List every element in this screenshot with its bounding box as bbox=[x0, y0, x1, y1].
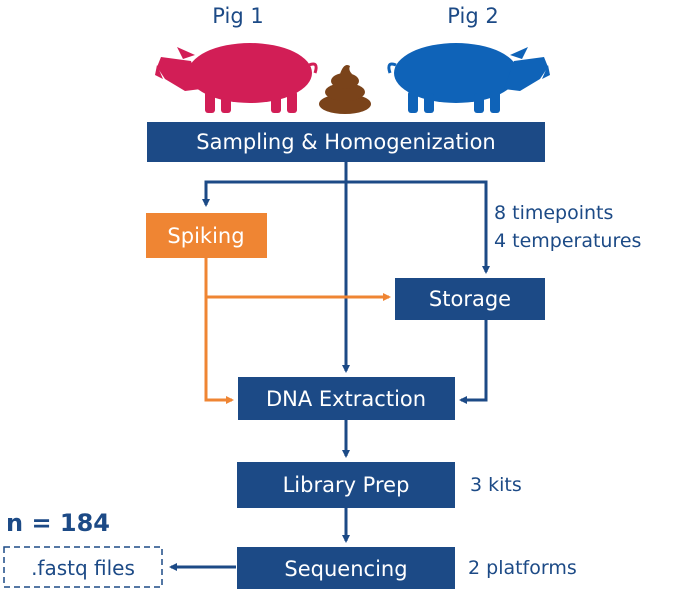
blue-connectors bbox=[169, 162, 490, 571]
timepoints-annotation: 8 timepoints bbox=[494, 202, 613, 224]
pig-2-label: Pig 2 bbox=[447, 4, 498, 28]
arrow-spiking-to-storage bbox=[204, 258, 391, 301]
storage-label: Storage bbox=[429, 287, 511, 311]
spiking-label: Spiking bbox=[167, 224, 244, 248]
pig-icon bbox=[387, 43, 550, 113]
storage-box: Storage bbox=[395, 278, 545, 320]
dna-extraction-box: DNA Extraction bbox=[238, 377, 455, 420]
temperatures-annotation: 4 temperatures bbox=[494, 230, 641, 252]
pig-icon bbox=[155, 43, 318, 113]
sampling-homogenization-box: Sampling & Homogenization bbox=[147, 122, 545, 162]
kits-annotation: 3 kits bbox=[470, 474, 522, 496]
fastq-output-label: .fastq files bbox=[31, 556, 135, 580]
fastq-output-box: .fastq files bbox=[3, 546, 163, 588]
platforms-annotation: 2 platforms bbox=[468, 557, 577, 579]
library-prep-label: Library Prep bbox=[283, 473, 410, 497]
arrow-storage-to-extraction bbox=[459, 320, 488, 404]
pig-1-label: Pig 1 bbox=[212, 4, 263, 28]
arrow-spiking-to-extraction bbox=[204, 297, 234, 404]
spiking-box: Spiking bbox=[146, 213, 267, 258]
sequencing-label: Sequencing bbox=[284, 557, 407, 581]
feces-icon bbox=[319, 65, 371, 114]
arrow-sampling-to-spiking bbox=[202, 162, 348, 207]
arrow-sampling-to-storage bbox=[346, 180, 490, 274]
dna-extraction-label: DNA Extraction bbox=[266, 387, 426, 411]
sequencing-box: Sequencing bbox=[237, 547, 455, 589]
orange-connectors bbox=[204, 258, 391, 404]
sampling-homogenization-label: Sampling & Homogenization bbox=[196, 130, 495, 154]
sample-count-label: n = 184 bbox=[6, 509, 110, 537]
library-prep-box: Library Prep bbox=[237, 462, 455, 508]
